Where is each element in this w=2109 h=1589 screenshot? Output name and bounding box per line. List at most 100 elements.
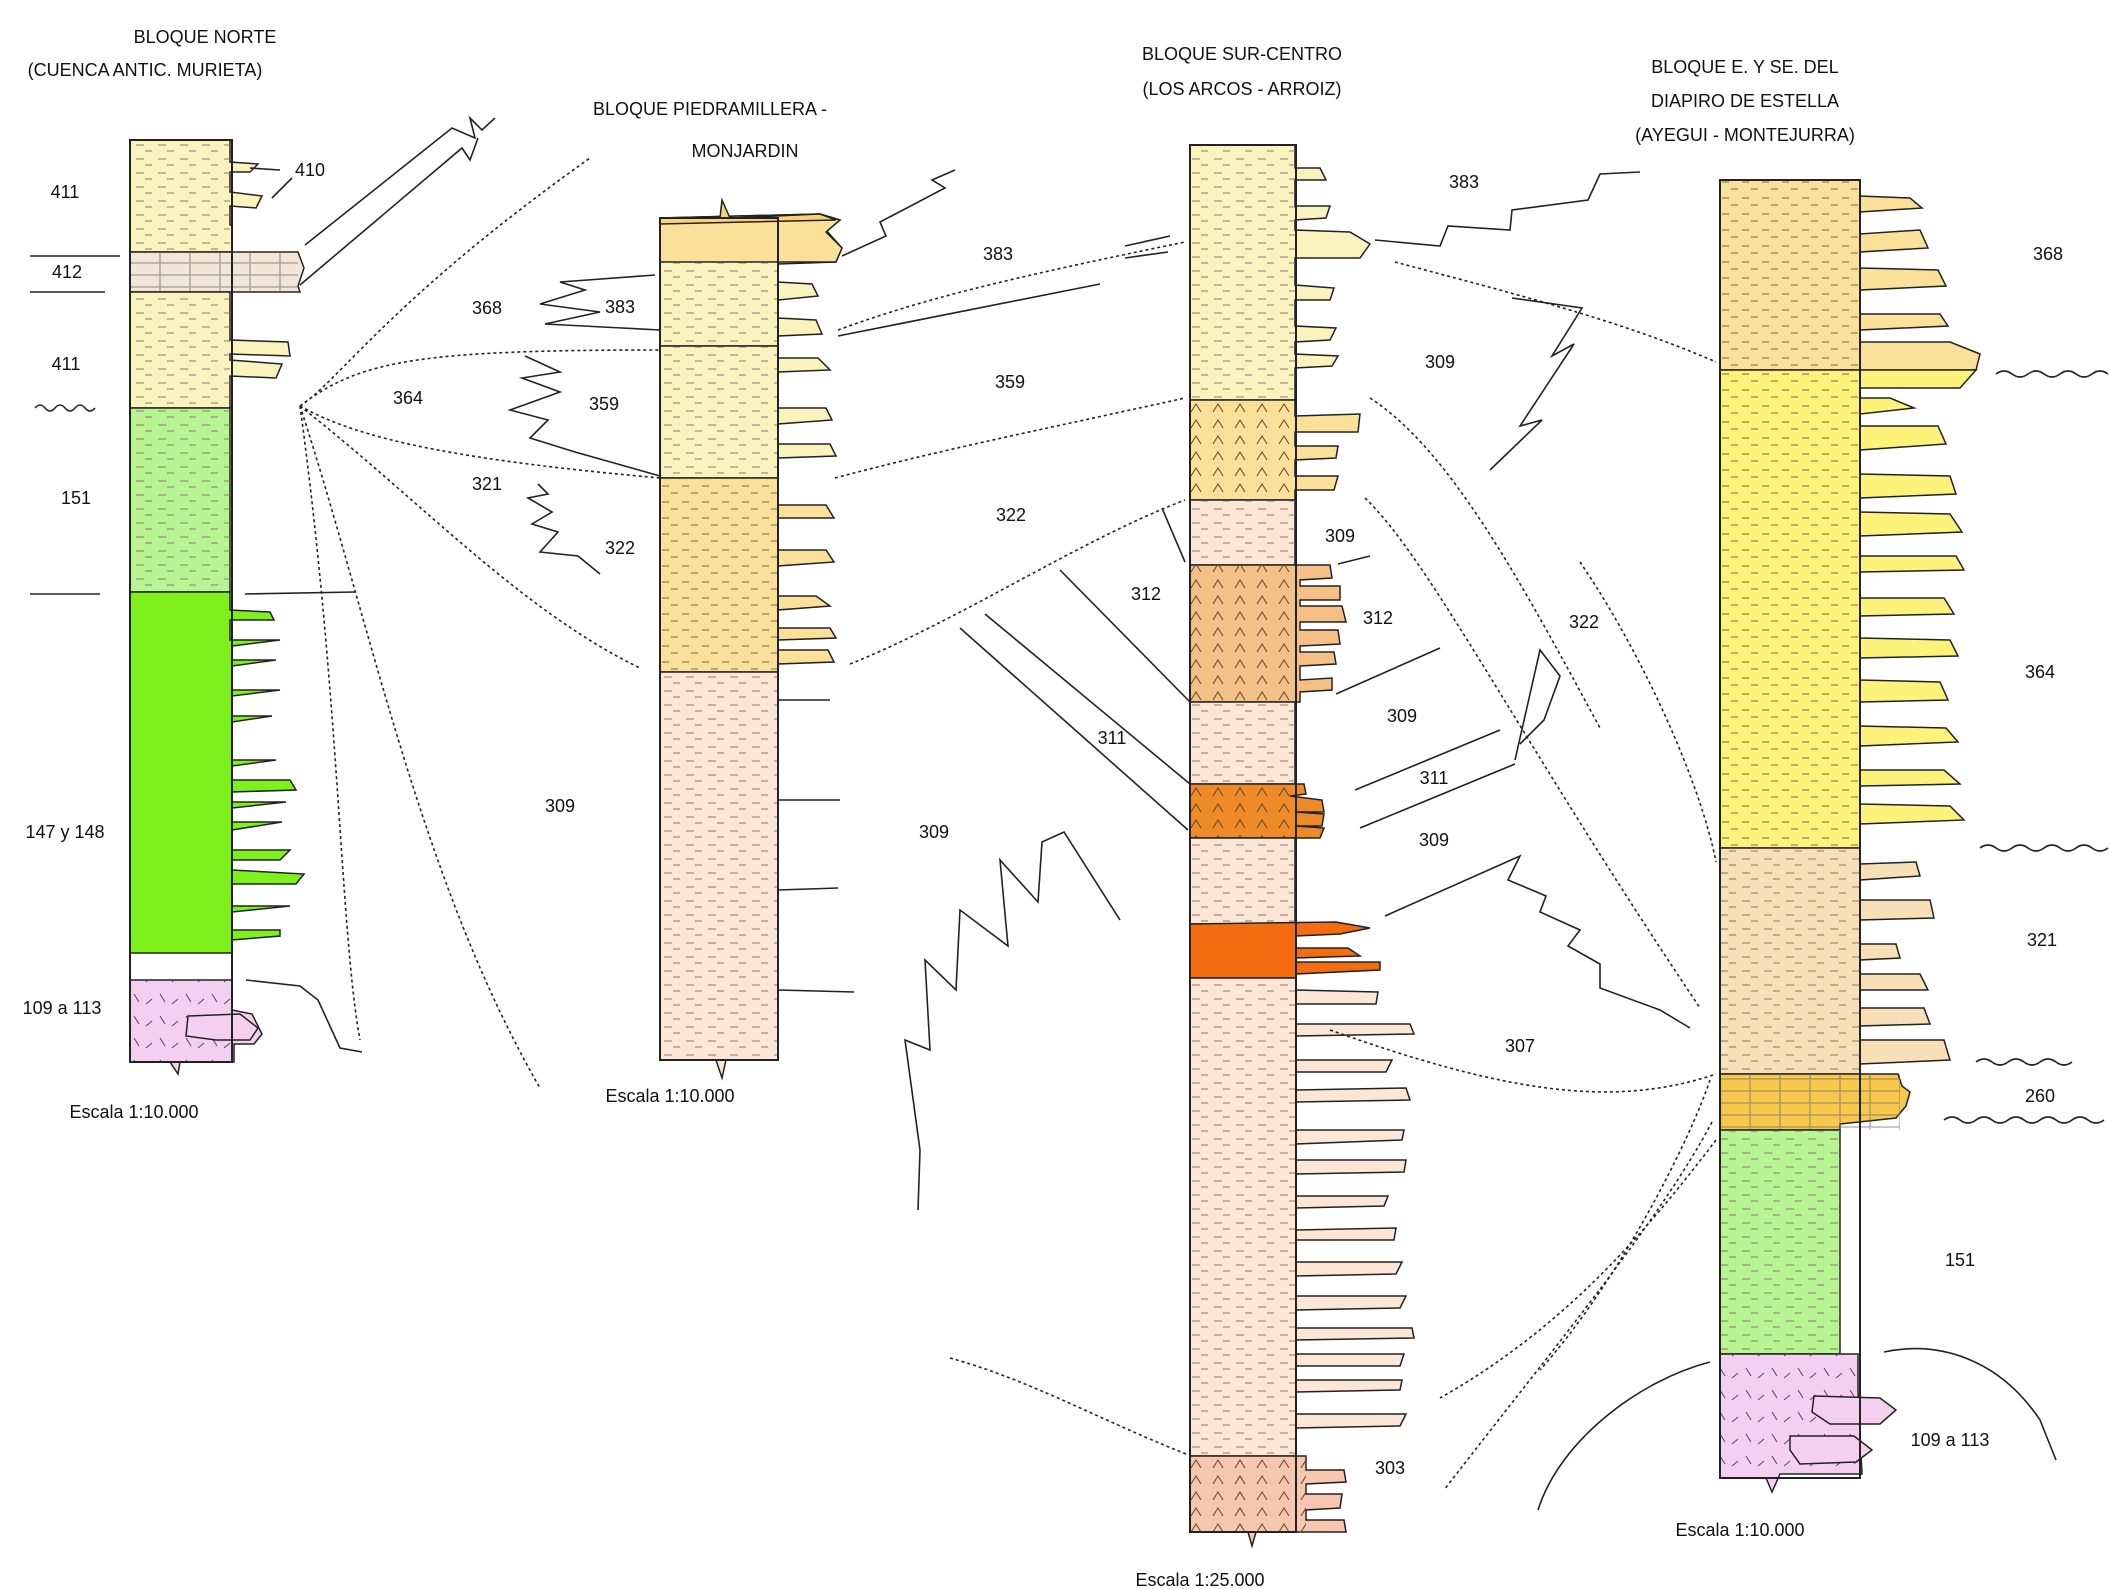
unit-labels-norte: 410 411 412 411 151 147 y 148 109 a 113 xyxy=(23,160,325,1018)
correlation-383-dash-col2-col3 xyxy=(1124,251,1169,259)
stratigraphic-column-norte xyxy=(129,139,306,1076)
bed-estella-321-hatch xyxy=(1720,848,1860,1074)
unit-label-norte-151: 151 xyxy=(61,488,91,508)
bed-piedramillera-359-hatch xyxy=(660,346,778,478)
bed-norte-411-upper-hatch xyxy=(130,140,230,252)
bed-surcentro-309-upper-hatch xyxy=(1190,500,1295,565)
bed-surcentro-309-lower-hatch xyxy=(1190,838,1295,924)
bed-surcentro-307-hatch xyxy=(1190,978,1296,1456)
bed-estella-364-hatch xyxy=(1720,370,1860,848)
bed-norte-411-lower-hatch xyxy=(130,292,230,408)
correlation-fan-wavy-4 xyxy=(299,405,641,669)
bed-estella-260-hatch xyxy=(1720,1074,1900,1130)
bed-surcentro-311-hatch xyxy=(1190,784,1300,838)
correlation-fan-wavy-5 xyxy=(299,405,541,1089)
correlation-307-wavy-col3-col4 xyxy=(1329,1029,1717,1093)
column-frame-piedramillera xyxy=(659,217,779,1061)
unconformity-260-right-top xyxy=(1975,1058,2073,1066)
unit-label-surcentro-322: 322 xyxy=(996,505,1026,525)
correlation-322-wavy-col2-col3 xyxy=(849,499,1186,665)
correlation-fan-wavy-1 xyxy=(299,157,591,407)
unit-label-piedramillera-359: 359 xyxy=(589,394,619,414)
unit-label-surcentro-312-left: 312 xyxy=(1131,584,1161,604)
column-title-piedramillera-line-2: MONJARDIN xyxy=(692,141,799,161)
correlation-383-368-zigzag-col2 xyxy=(539,274,661,331)
unit-label-surcentro-309-right: 309 xyxy=(1425,352,1455,372)
unit-label-norte-411-upper: 411 xyxy=(51,182,80,202)
bed-estella-368-hatch xyxy=(1720,180,1860,370)
bed-estella-109-113-lens-2 xyxy=(1789,1435,1874,1465)
boundary-line-151-base-right xyxy=(244,591,356,595)
scale-label-norte: Escala 1:10.000 xyxy=(69,1102,198,1122)
correlation-412-wedge-lower xyxy=(299,137,479,286)
bed-estella-109-113-lens-1 xyxy=(1811,1395,1898,1425)
unit-label-surcentro-309-top: 309 xyxy=(1325,526,1355,546)
bed-piedramillera-top-cap xyxy=(659,197,837,225)
unit-label-norte-147-148: 147 y 148 xyxy=(25,822,104,842)
unit-labels-surcentro: 383 359 309 322 309 312 312 311 309 311 … xyxy=(919,172,1535,1478)
stratigraphic-column-estella xyxy=(1719,179,1981,1494)
correlation-311-right-line-2 xyxy=(1359,763,1516,829)
correlation-fan-wavy-2 xyxy=(299,349,661,407)
unit-label-estella-364: 364 xyxy=(2025,662,2055,682)
correlation-322-zigzag-col3-col4 xyxy=(1514,648,1561,761)
unit-label-estella-260: 260 xyxy=(2025,1086,2055,1106)
bed-surcentro-312-hatch xyxy=(1190,565,1300,702)
correlation-109-113-col4-left xyxy=(1537,1361,1711,1511)
bed-norte-151-hatch xyxy=(130,408,230,592)
unit-label-norte-412: 412 xyxy=(52,262,82,282)
column-title-estella-line-1: BLOQUE E. Y SE. DEL xyxy=(1651,57,1838,77)
column-title-piedramillera-line-1: BLOQUE PIEDRAMILLERA - xyxy=(593,99,827,119)
column-title-norte-line-1: BLOQUE NORTE xyxy=(134,27,277,47)
correlation-lines xyxy=(30,115,2109,1511)
correlation-312-right-line xyxy=(1335,647,1441,695)
correlation-109-113-col4-right xyxy=(1883,1347,2057,1461)
correlation-383-zigzag-col3-col4 xyxy=(1374,171,1641,247)
pointer-410-tick xyxy=(271,177,293,199)
correlation-383-zigzag-col2-col3 xyxy=(841,169,956,257)
unit-label-surcentro-309-lower: 309 xyxy=(1419,830,1449,850)
unit-label-piedramillera-321: 321 xyxy=(472,474,502,494)
correlation-309-zigzag-lower xyxy=(1384,854,1691,1029)
unit-label-surcentro-311-right: 311 xyxy=(1420,768,1449,788)
stratigraphic-column-surcentro xyxy=(1189,144,1416,1549)
bed-estella-151-hatch xyxy=(1720,1130,1840,1354)
correlation-383-line-col2-col3 xyxy=(1124,235,1171,247)
bed-line-piedramillera-4 xyxy=(777,989,855,993)
scale-label-estella: Escala 1:10.000 xyxy=(1675,1520,1804,1540)
column-title-estella-line-2: DIAPIRO DE ESTELLA xyxy=(1651,91,1839,111)
unit-label-surcentro-309-left: 309 xyxy=(919,822,949,842)
correlation-109-113-top-col1 xyxy=(245,979,363,1053)
column-frame-estella xyxy=(1719,179,1861,1479)
pointer-410 xyxy=(249,167,281,171)
correlation-fan-wavy-6 xyxy=(299,405,361,1041)
bed-surcentro-303-hatch xyxy=(1190,1456,1306,1532)
correlation-309-col3-mid xyxy=(1337,555,1371,565)
correlation-368-line-col2-col3 xyxy=(837,283,1101,337)
bed-piedramillera-383-hatch xyxy=(660,262,778,346)
correlation-fan-wavy-3 xyxy=(299,405,661,479)
correlation-321-322-zigzag-col2 xyxy=(525,483,601,575)
column-title-estella-line-3: (AYEGUI - MONTEJURRA) xyxy=(1635,125,1855,145)
correlation-311-right-line-1 xyxy=(1354,729,1501,791)
unit-label-surcentro-359: 359 xyxy=(995,372,1025,392)
unit-label-estella-368: 368 xyxy=(2033,244,2063,264)
column-frame-surcentro xyxy=(1189,144,1297,1533)
correlation-368-wavy-col2-col3 xyxy=(837,241,1186,331)
unit-label-norte-410: 410 xyxy=(295,160,325,180)
bed-piedramillera-309-hatch xyxy=(660,672,778,1060)
correlation-359-wavy-col3-col4 xyxy=(1369,397,1601,729)
unit-label-norte-411-lower: 411 xyxy=(52,354,81,374)
unit-label-piedramillera-383-right: 383 xyxy=(983,244,1013,264)
correlation-312-tick xyxy=(1161,507,1186,563)
unit-label-surcentro-311-left: 311 xyxy=(1098,728,1127,748)
stratigraphic-column-piedramillera xyxy=(659,197,855,1081)
bed-piedramillera-322-hatch xyxy=(660,478,778,672)
unit-label-piedramillera-383: 383 xyxy=(605,297,635,317)
correlation-303-wavy-col3-col4 xyxy=(1439,1139,1717,1399)
column-frame-norte xyxy=(129,139,233,1063)
correlation-311-diagonal-1 xyxy=(959,627,1189,831)
unit-labels-piedramillera: 383 368 383 364 359 321 322 309 xyxy=(393,244,1013,816)
bed-line-piedramillera-3 xyxy=(777,887,839,891)
